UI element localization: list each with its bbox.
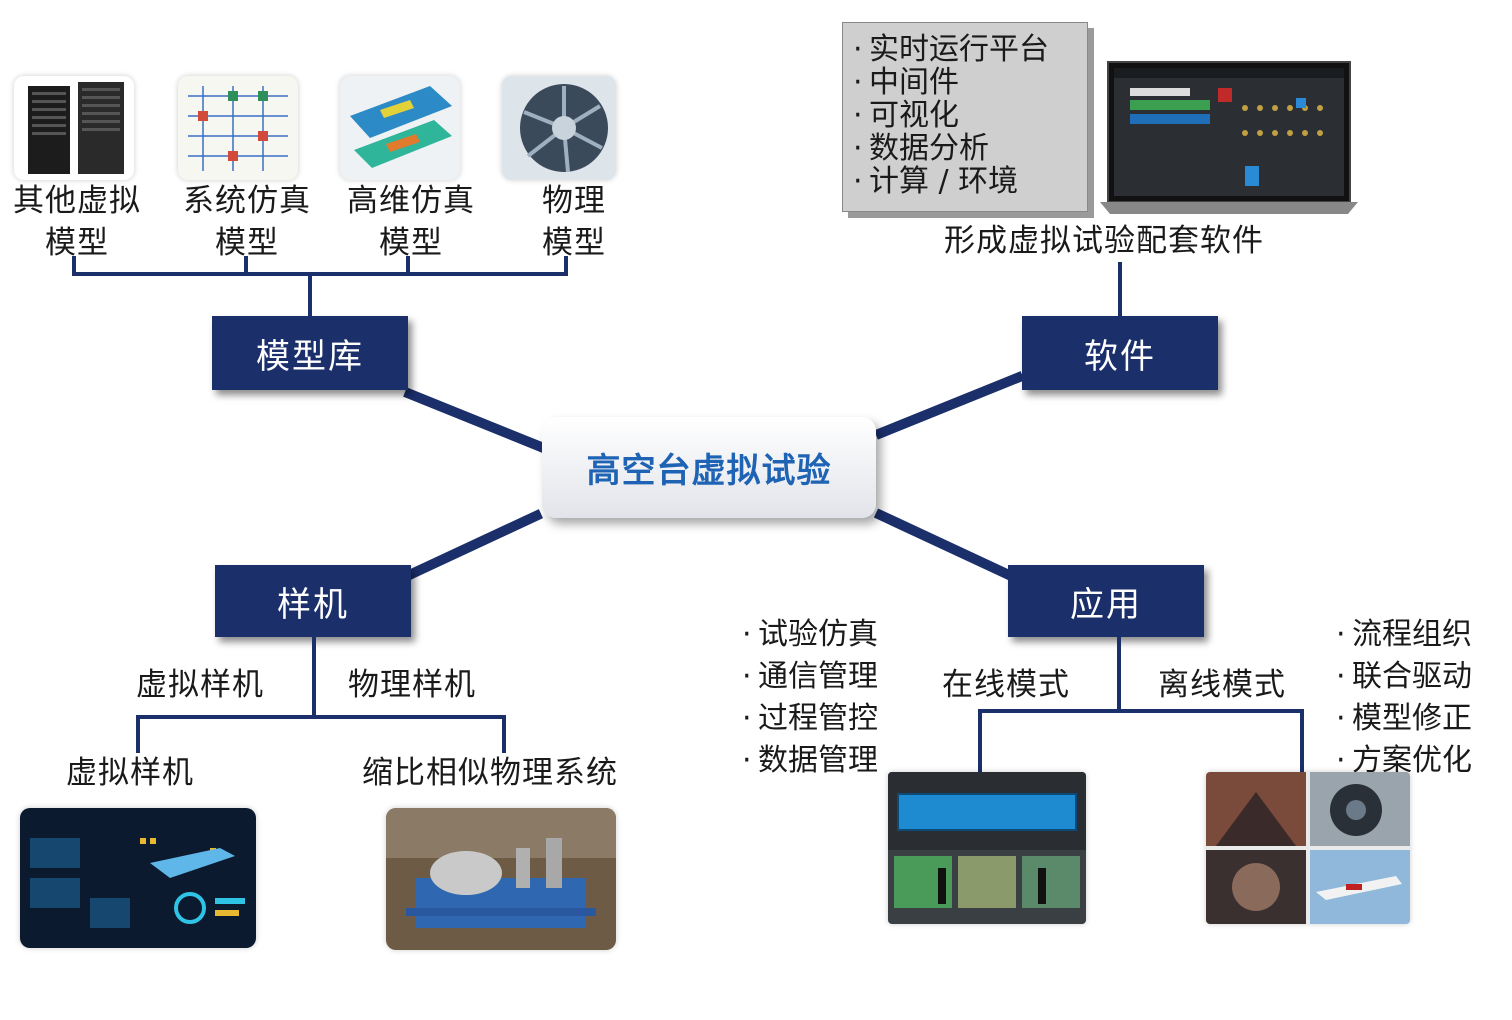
center-node: 高空台虚拟试验	[542, 417, 876, 518]
online-item: 通信管理	[758, 659, 878, 694]
model-label-highdim: 高维仿真模型	[347, 183, 475, 261]
circuit-diagram-icon	[178, 76, 298, 180]
offline-item: 流程组织	[1352, 617, 1472, 652]
online-items-list: ·试验仿真 ·通信管理 ·过程管控 ·数据管理	[742, 617, 878, 778]
offline-items-list: ·流程组织 ·联合驱动 ·模型修正 ·方案优化	[1336, 617, 1472, 778]
offline-item: 联合驱动	[1352, 659, 1472, 694]
software-item: 中间件	[869, 65, 959, 100]
hub-application: 应用	[1008, 565, 1204, 637]
prototype-bracket-h	[136, 715, 506, 719]
online-item: 过程管控	[758, 701, 878, 736]
connector-center-prototype	[402, 509, 544, 582]
server-rack-icon	[14, 76, 134, 180]
connector-center-application	[873, 508, 1015, 581]
scaled-physical-caption: 缩比相似物理系统	[362, 755, 618, 791]
software-feature-box: ·实时运行平台 ·中间件 ·可视化 ·数据分析 ·计算 / 环境	[842, 22, 1088, 212]
model-bracket-h	[72, 272, 568, 276]
application-bracket-h	[978, 709, 1304, 713]
software-connector	[1118, 262, 1122, 318]
model-label-physical: 物理模型	[542, 183, 606, 261]
software-caption: 形成虚拟试验配套软件	[944, 223, 1264, 259]
prototype-branch-physical: 物理样机	[348, 667, 476, 703]
laptop-screenshot	[1100, 58, 1358, 214]
connector-center-modellib	[403, 387, 546, 453]
online-item: 数据管理	[758, 743, 878, 778]
offline-item: 模型修正	[1352, 701, 1472, 736]
application-offline-mode: 离线模式	[1158, 667, 1286, 703]
prototype-branch-virtual: 虚拟样机	[136, 667, 264, 703]
virtual-prototype-dashboard	[20, 808, 256, 948]
model-label-other: 其他虚拟模型	[13, 183, 141, 261]
connector-center-software	[874, 371, 1025, 440]
scaled-physical-photo	[386, 808, 616, 950]
software-item: 可视化	[869, 98, 959, 133]
model-label-system: 系统仿真模型	[183, 183, 311, 261]
turbine-icon	[502, 76, 616, 180]
hub-model-library: 模型库	[212, 316, 408, 390]
online-control-room-photo	[888, 772, 1086, 924]
software-item: 数据分析	[869, 131, 989, 166]
offline-application-photos	[1206, 772, 1410, 924]
online-item: 试验仿真	[758, 617, 878, 652]
hub-software: 软件	[1022, 316, 1218, 390]
software-item: 实时运行平台	[869, 32, 1049, 67]
cfd-simulation-icon	[340, 76, 460, 180]
software-item: 计算 / 环境	[869, 164, 1019, 199]
application-online-mode: 在线模式	[942, 667, 1070, 703]
hub-prototype: 样机	[215, 565, 411, 637]
virtual-prototype-caption: 虚拟样机	[66, 755, 194, 791]
